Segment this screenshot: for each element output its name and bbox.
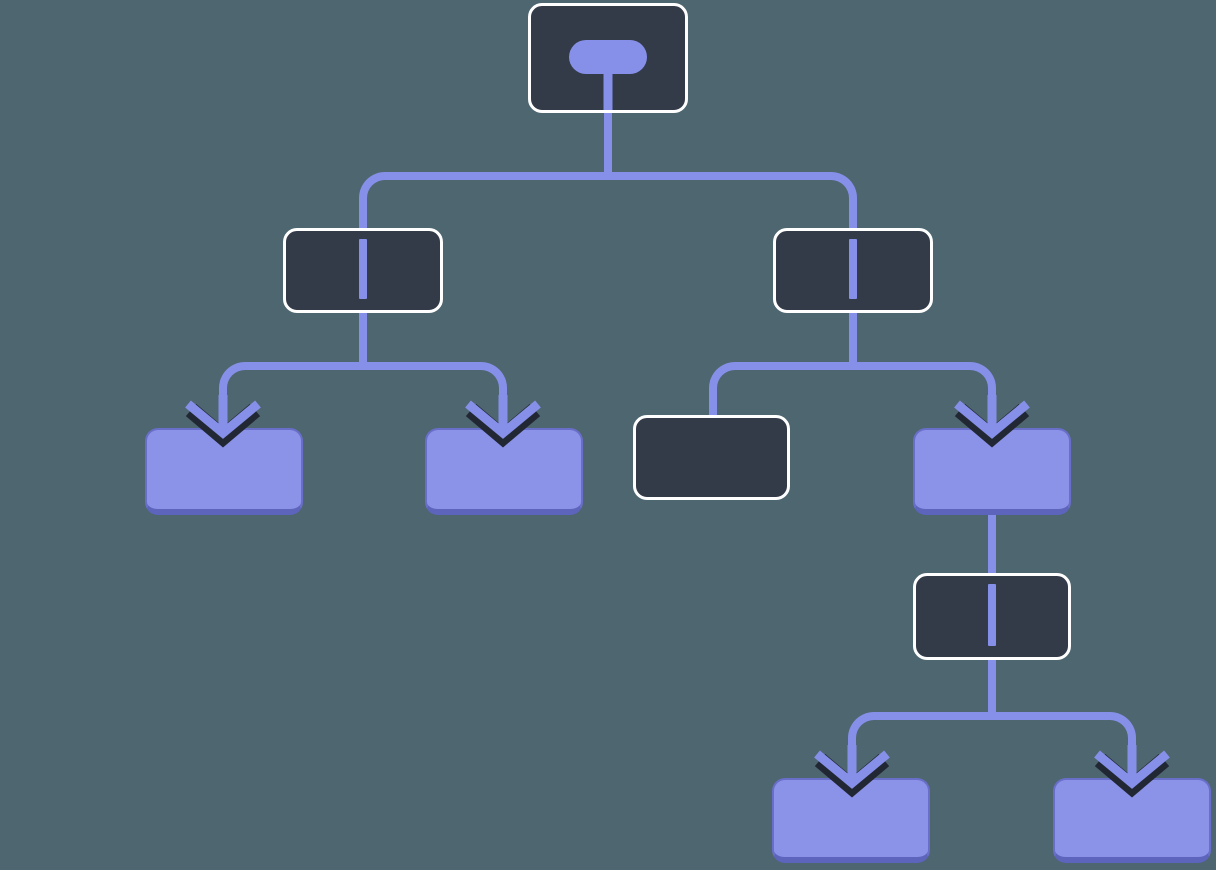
connector-bottom-split (848, 712, 1136, 758)
root-node[interactable] (528, 3, 688, 113)
connector-left-split (219, 362, 507, 412)
dark-leaf-node[interactable] (633, 415, 790, 500)
arrow-down-icon (807, 745, 897, 817)
vertical-line-icon (359, 239, 367, 299)
arrow-down-icon (1087, 745, 1177, 817)
connector-root-stem (604, 110, 612, 178)
vertical-line-icon (988, 584, 996, 646)
connector-right-split (709, 362, 996, 416)
connector-branch-bottom-stem (988, 657, 996, 717)
branch-node-left[interactable] (283, 228, 443, 313)
arrow-down-icon (178, 395, 268, 467)
arrow-down-icon (947, 395, 1037, 467)
pill-stem-icon (603, 72, 613, 110)
branch-node-right[interactable] (773, 228, 933, 313)
leaf-node-bottom-1[interactable] (772, 778, 930, 863)
connector-branch-right-stem (849, 311, 857, 367)
node-pill-icon (569, 40, 647, 74)
connector-level1-split (359, 172, 857, 228)
connector-leaf-right-stem (988, 512, 996, 575)
connector-branch-left-stem (359, 311, 367, 367)
vertical-line-icon (849, 239, 857, 299)
branch-node-bottom[interactable] (913, 573, 1071, 660)
arrow-down-icon (458, 395, 548, 467)
